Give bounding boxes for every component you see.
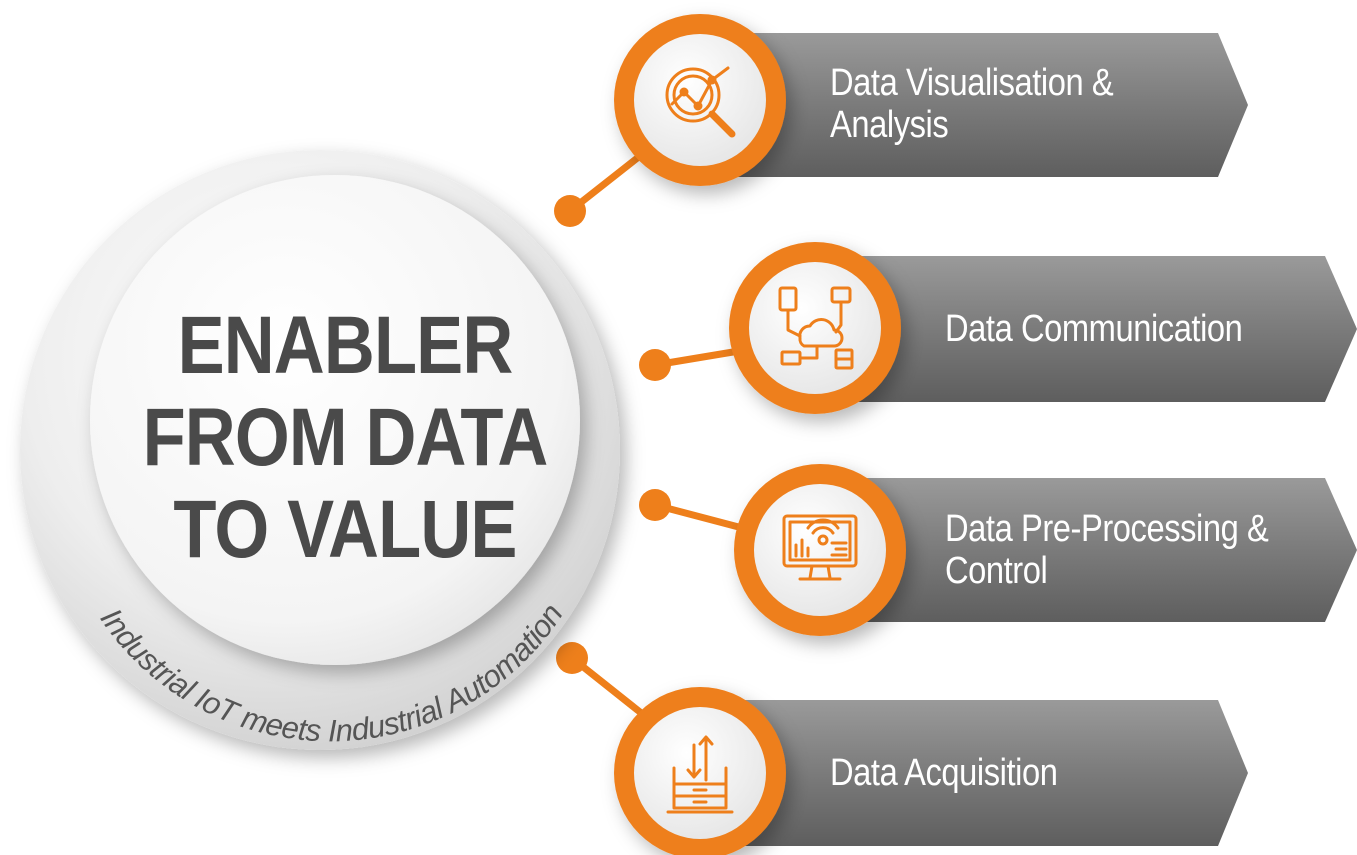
label-data-communication: Data Communication — [945, 308, 1243, 350]
monitor-dashboard-icon — [782, 514, 858, 581]
label-line: Data Visualisation & — [830, 62, 1114, 104]
center-title-line-2: FROM DATA — [142, 392, 549, 483]
connector-line-1 — [566, 144, 654, 215]
label-line: Analysis — [830, 104, 949, 146]
label-line: Control — [945, 550, 1048, 592]
data-transfer-icon — [666, 735, 734, 814]
arrow-shape-2 — [790, 256, 1357, 402]
center-title: ENABLER FROM DATA TO VALUE — [126, 300, 565, 576]
connector-dot-1 — [554, 195, 586, 227]
connector-line-3 — [651, 501, 754, 534]
magnifier-chart-icon — [665, 66, 736, 138]
label-data-acquisition: Data Acquisition — [830, 752, 1058, 794]
center-title-line-1: ENABLER — [177, 300, 514, 391]
label-data-visualisation: Data Visualisation & Analysis — [830, 62, 1114, 146]
inner-disc — [90, 175, 580, 665]
cloud-network-icon — [778, 286, 854, 370]
connector-dot-3 — [639, 489, 671, 521]
label-line: Data Acquisition — [830, 752, 1058, 794]
label-data-pre-processing: Data Pre-Processing & Control — [945, 508, 1269, 592]
center-title-line-3: TO VALUE — [173, 484, 517, 575]
connector-line-4 — [568, 654, 654, 724]
arrow-shape-4 — [690, 700, 1248, 846]
icon-badge-2 — [729, 242, 901, 414]
icon-badge-4 — [614, 687, 786, 855]
label-line: Data Pre-Processing & — [945, 508, 1269, 550]
icon-badge-1 — [614, 14, 786, 186]
arrow-shape-3 — [790, 478, 1357, 622]
connector-dot-4 — [556, 642, 588, 674]
arrow-shape-1 — [690, 33, 1248, 177]
connector-dot-2 — [639, 349, 671, 381]
icon-badge-3 — [734, 464, 906, 636]
label-line: Data Communication — [945, 308, 1243, 350]
